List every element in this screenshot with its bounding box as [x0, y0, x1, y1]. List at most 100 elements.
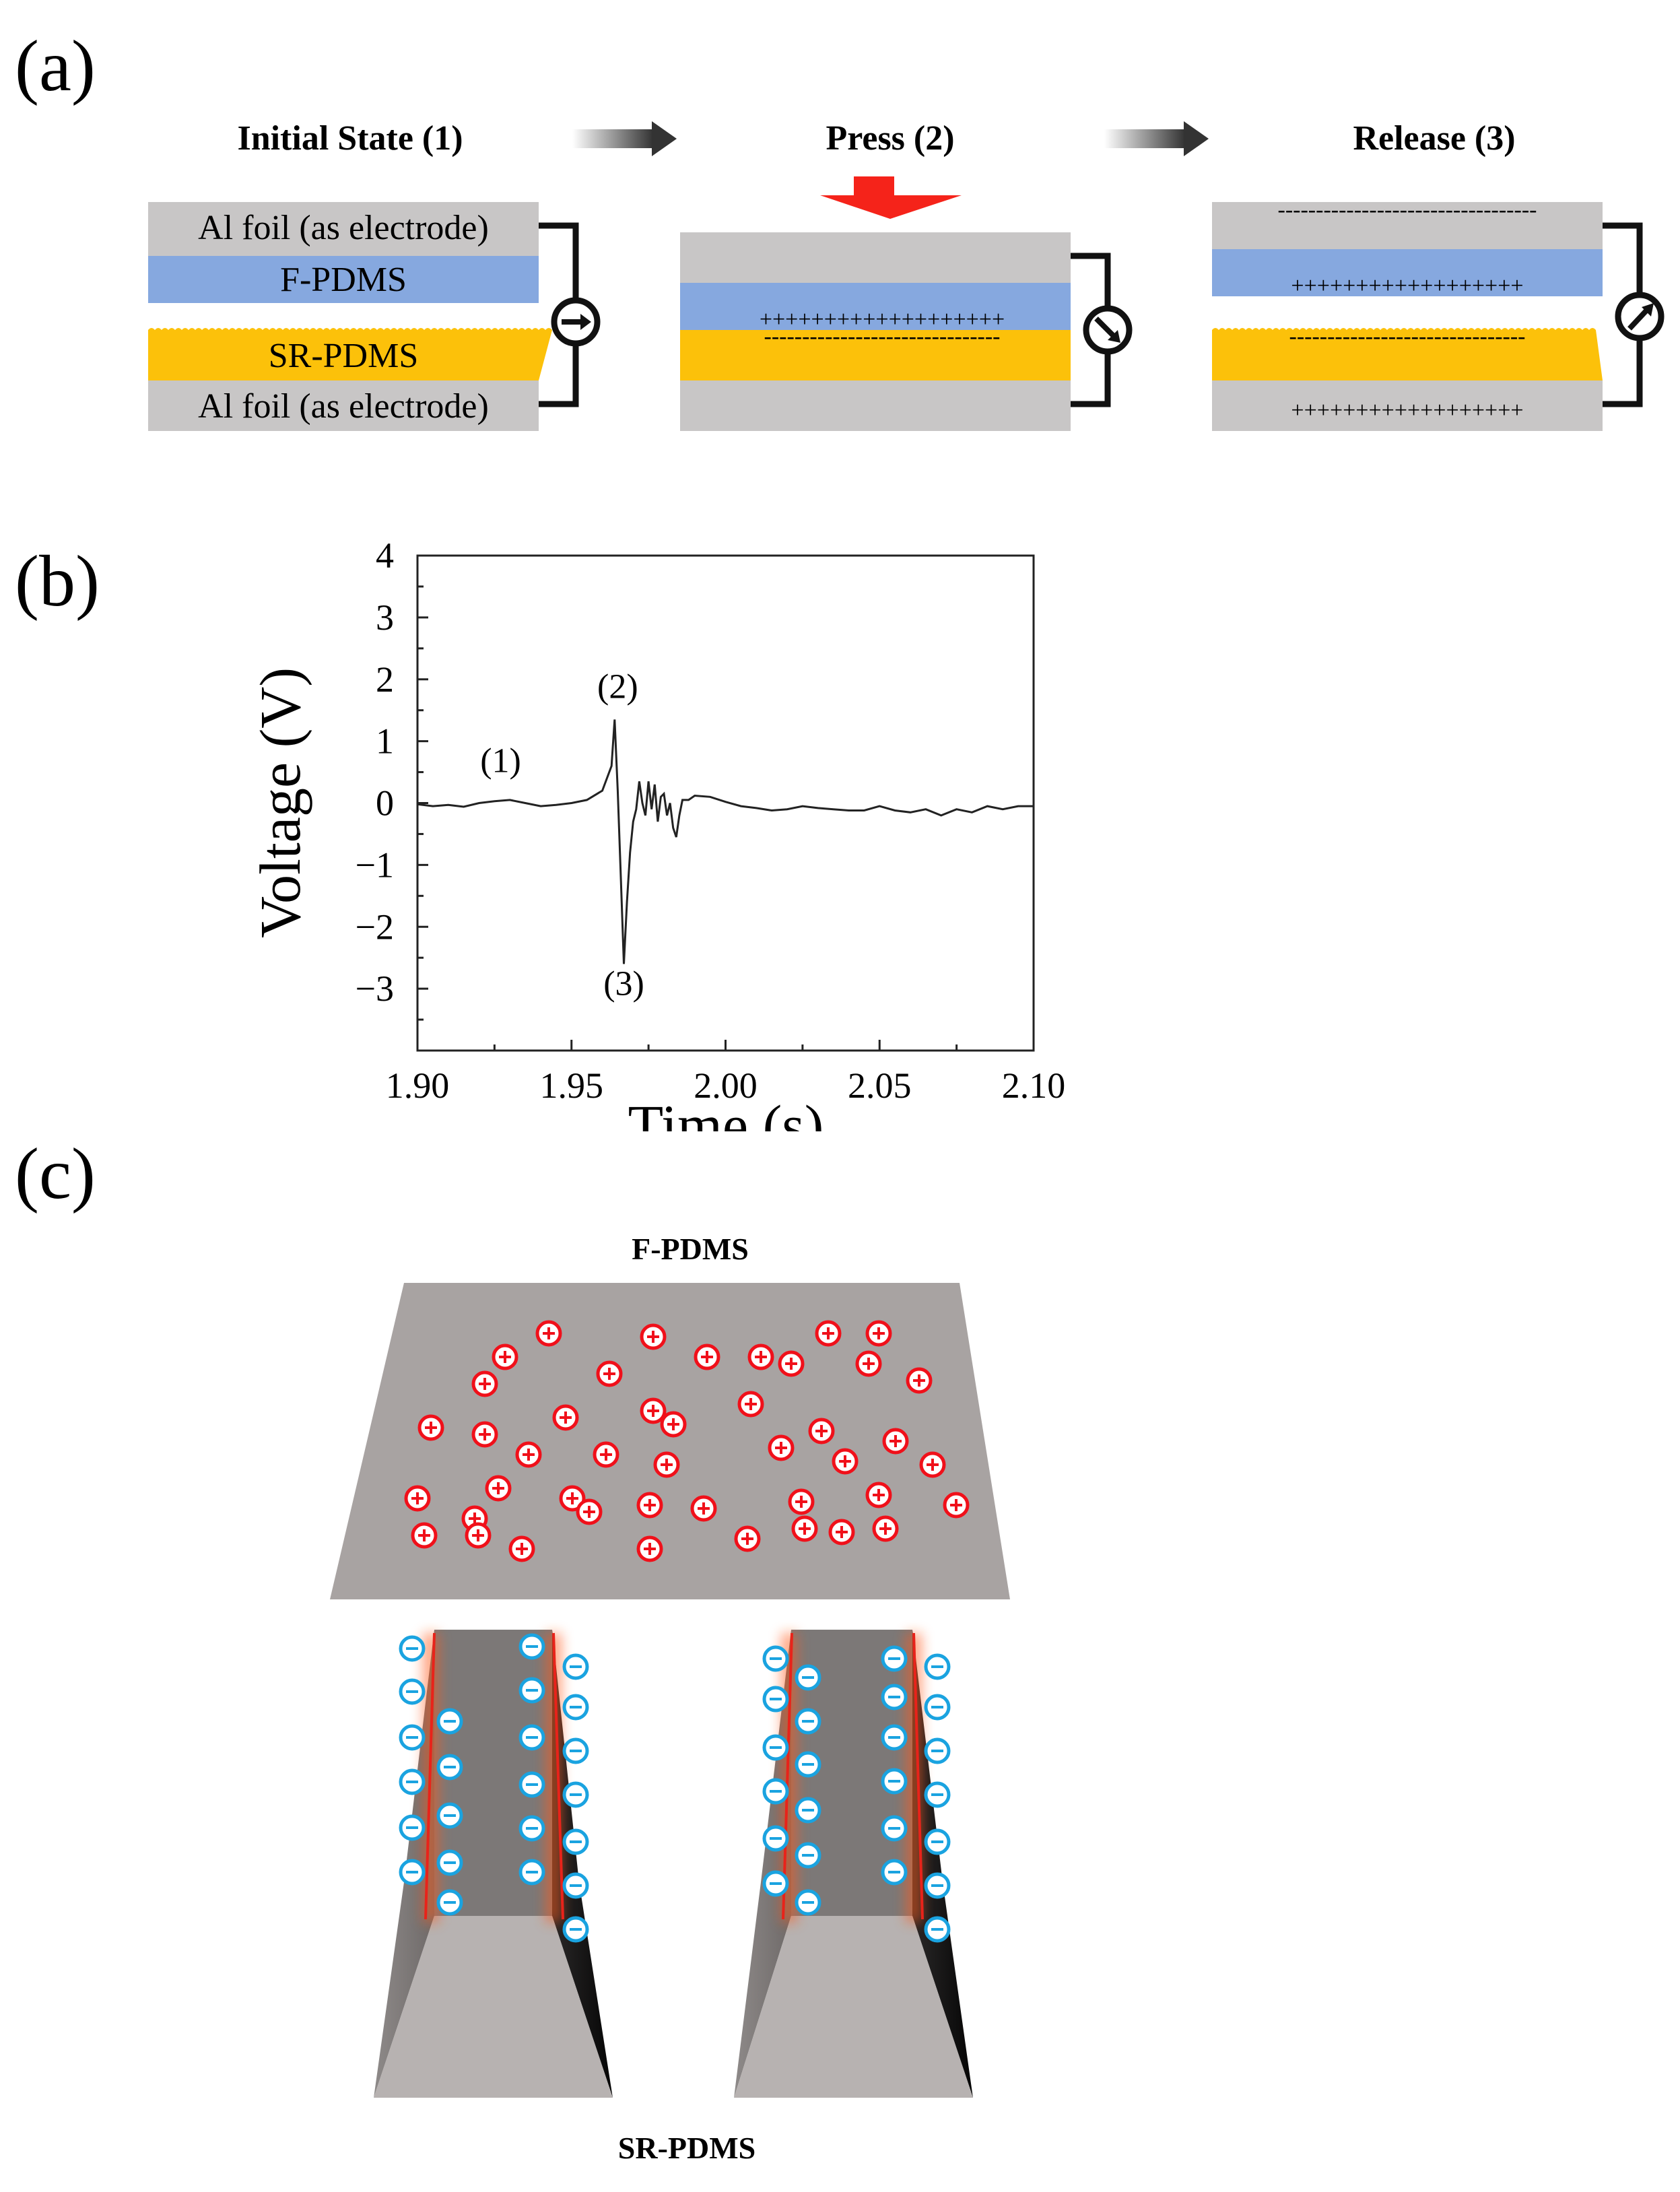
- positive-charge-icon: [828, 1519, 855, 1546]
- positive-charge-icon: [882, 1428, 909, 1455]
- negative-charge-icon: [399, 1678, 426, 1705]
- negative-charge-icon: [762, 1645, 789, 1672]
- state-release-stack: ---------------------------------- +++++…: [1212, 197, 1665, 431]
- press-minus-charges: -------------------------------: [764, 324, 1001, 349]
- x-tick-label: 2.05: [848, 1065, 912, 1106]
- positive-charge-icon: [640, 1323, 667, 1350]
- negative-charge-icon: [762, 1778, 789, 1805]
- positive-charge-icon: [593, 1441, 619, 1468]
- negative-charge-icon: [795, 1842, 821, 1869]
- bottom-electrode-label: Al foil (as electrode): [198, 387, 489, 426]
- sr-pdms-label: SR-PDMS: [269, 337, 419, 375]
- peak-annotation: (3): [603, 964, 644, 1003]
- positive-charge-icon: [492, 1343, 518, 1370]
- release-bottom-electrode: [1212, 380, 1603, 431]
- positive-charge-icon: [417, 1414, 444, 1441]
- top-electrode-layer: [148, 202, 539, 256]
- negative-charge-icon: [795, 1664, 821, 1691]
- negative-charge-icon: [436, 1802, 463, 1829]
- negative-charge-icon: [924, 1916, 951, 1943]
- bottom-electrode-layer: [148, 380, 539, 431]
- y-tick-label: 4: [376, 535, 394, 576]
- positive-charge-icon: [690, 1495, 717, 1522]
- y-tick-label: −3: [356, 968, 394, 1009]
- transition-arrow-1: [572, 121, 677, 156]
- negative-charge-icon: [518, 1771, 545, 1798]
- panel-c-diagram: F-PDMS SR-PDMS: [330, 1232, 1010, 2165]
- state-initial-stack: Al foil (as electrode) F-PDMS SR-PDMS Al…: [148, 202, 601, 431]
- state-press-title: Press (2): [826, 119, 954, 158]
- state-press-stack: +++++++++++++++++++ --------------------…: [680, 176, 1133, 431]
- release-sr-pdms: [1212, 328, 1603, 380]
- negative-charge-icon: [436, 1849, 463, 1876]
- positive-charge-icon: [943, 1492, 970, 1519]
- negative-charge-icon: [795, 1708, 821, 1735]
- positive-charge-icon: [640, 1397, 667, 1424]
- series-group: [417, 719, 1034, 964]
- x-tick-label: 2.00: [694, 1065, 758, 1106]
- y-tick-label: −2: [356, 906, 394, 947]
- negative-charge-icon: [562, 1737, 589, 1764]
- negative-charge-icon: [518, 1859, 545, 1886]
- negative-charge-icon: [399, 1724, 426, 1751]
- negative-charge-icon: [924, 1737, 951, 1764]
- positive-charge-icon: [515, 1441, 542, 1468]
- release-ammeter-icon: [1615, 292, 1665, 341]
- negative-charge-icon: [399, 1814, 426, 1841]
- positive-charge-icon: [404, 1485, 431, 1512]
- positive-charge-icon: [788, 1488, 815, 1515]
- negative-charge-icon: [762, 1734, 789, 1761]
- negative-charge-icon: [399, 1635, 426, 1662]
- release-sr-minus: -------------------------------: [1289, 324, 1526, 349]
- negative-charge-icon: [562, 1828, 589, 1855]
- positive-charge-icon: [636, 1535, 663, 1562]
- positive-charge-icon: [465, 1522, 492, 1549]
- negative-charge-icon: [562, 1781, 589, 1808]
- negative-charge-icon: [436, 1708, 463, 1735]
- negative-charge-icon: [795, 1889, 821, 1916]
- positive-charge-icon: [872, 1515, 899, 1542]
- release-top-minus: ----------------------------------: [1278, 197, 1537, 222]
- positive-charge-icon: [653, 1451, 680, 1478]
- positive-charge-icon: [636, 1492, 663, 1519]
- positive-charge-icon: [485, 1475, 512, 1502]
- negative-charges-group: [399, 1633, 951, 1943]
- positive-charge-icon: [552, 1404, 579, 1431]
- negative-charge-icon: [518, 1677, 545, 1704]
- press-top-electrode: [680, 232, 1071, 283]
- negative-charge-icon: [881, 1815, 908, 1842]
- x-tick-label: 1.90: [386, 1065, 450, 1106]
- negative-charge-icon: [924, 1828, 951, 1855]
- negative-charge-icon: [518, 1815, 545, 1842]
- y-tick-label: 1: [376, 721, 394, 762]
- positive-charge-icon: [559, 1485, 586, 1512]
- positive-charge-icon: [768, 1434, 795, 1461]
- positive-charges-group: [404, 1320, 970, 1562]
- press-plus-charges: +++++++++++++++++++: [760, 307, 1005, 332]
- top-electrode-label: Al foil (as electrode): [198, 209, 489, 247]
- press-bottom-electrode: [680, 380, 1071, 431]
- f-pdms-plate-label: F-PDMS: [632, 1232, 749, 1266]
- release-f-pdms: [1212, 249, 1603, 296]
- positive-charge-icon: [737, 1391, 764, 1418]
- positive-charge-icon: [832, 1448, 859, 1475]
- positive-charge-icon: [411, 1522, 438, 1549]
- negative-charge-icon: [924, 1694, 951, 1721]
- positive-charge-icon: [865, 1320, 892, 1347]
- positive-charge-icon: [808, 1418, 835, 1444]
- annotations-group: (1)(2)(3): [480, 667, 644, 1003]
- press-f-pdms: [680, 283, 1071, 330]
- positive-charge-icon: [747, 1343, 774, 1370]
- negative-charge-icon: [562, 1916, 589, 1943]
- negative-charge-icon: [924, 1872, 951, 1899]
- positive-charge-icon: [865, 1482, 892, 1508]
- f-pdms-label: F-PDMS: [280, 261, 407, 299]
- y-tick-label: 0: [376, 783, 394, 824]
- positive-charge-icon: [471, 1421, 498, 1448]
- panel-label-a: (a): [15, 26, 96, 106]
- sr-pdms-pillar-label: SR-PDMS: [618, 2131, 755, 2165]
- ammeter-icon: [551, 297, 601, 347]
- panel-a-diagram: Initial State (1) Press (2) Release (3) …: [148, 119, 1665, 431]
- negative-charge-icon: [762, 1825, 789, 1852]
